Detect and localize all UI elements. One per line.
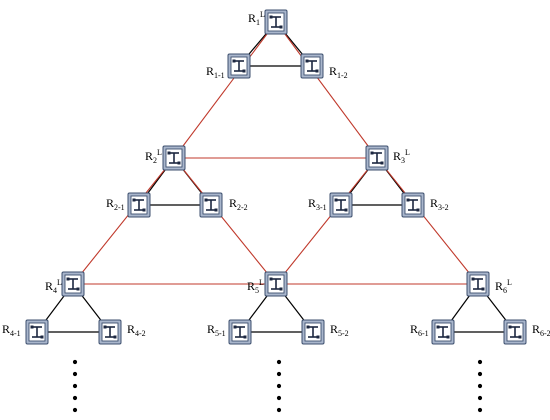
router-label: R5-2 (330, 322, 349, 338)
router-label: R6L (495, 278, 512, 295)
router-label: R4-1 (2, 322, 21, 338)
leader-link (72, 157, 175, 285)
router-icon[interactable] (466, 271, 490, 297)
router-label: R5-1 (207, 322, 226, 338)
router-icon[interactable] (365, 145, 389, 171)
leader-link (173, 21, 277, 159)
router-icon[interactable] (503, 319, 527, 345)
ellipsis-dots (276, 359, 282, 413)
router-label: R4L (45, 278, 62, 295)
leader-link (275, 21, 378, 159)
router-icon[interactable] (127, 192, 151, 218)
router-label: R1-2 (329, 64, 348, 80)
router-icon[interactable] (431, 319, 455, 345)
router-icon[interactable] (25, 319, 49, 345)
router-nodes (25, 9, 527, 345)
router-icon[interactable] (301, 319, 325, 345)
leader-links (72, 21, 479, 285)
leader-link (376, 157, 479, 285)
continuation-ellipses (72, 359, 483, 413)
router-label: R1L (248, 10, 265, 27)
router-label: R4-2 (127, 322, 146, 338)
router-icon[interactable] (162, 145, 186, 171)
ellipsis-dots (72, 359, 78, 413)
ellipsis-dots (477, 359, 483, 413)
router-icon[interactable] (329, 192, 353, 218)
leader-link (275, 157, 378, 285)
router-label: R5L (247, 278, 264, 295)
router-icon[interactable] (98, 319, 122, 345)
router-icon[interactable] (300, 53, 324, 79)
router-icon[interactable] (264, 271, 288, 297)
router-icon[interactable] (228, 319, 252, 345)
router-label: R6-1 (410, 322, 429, 338)
router-label: R3-2 (430, 196, 449, 212)
router-icon[interactable] (199, 192, 223, 218)
router-label: R6-2 (532, 322, 550, 338)
router-label: R2-2 (229, 196, 248, 212)
router-label: R3L (393, 148, 410, 165)
router-icon[interactable] (264, 9, 288, 35)
router-icon[interactable] (227, 53, 251, 79)
router-label: R2-1 (106, 196, 125, 212)
router-icon[interactable] (61, 271, 85, 297)
router-label: R2L (145, 148, 162, 165)
router-icon[interactable] (401, 192, 425, 218)
router-label: R1-1 (206, 64, 225, 80)
leader-link (173, 157, 277, 285)
router-label: R3-1 (308, 196, 327, 212)
